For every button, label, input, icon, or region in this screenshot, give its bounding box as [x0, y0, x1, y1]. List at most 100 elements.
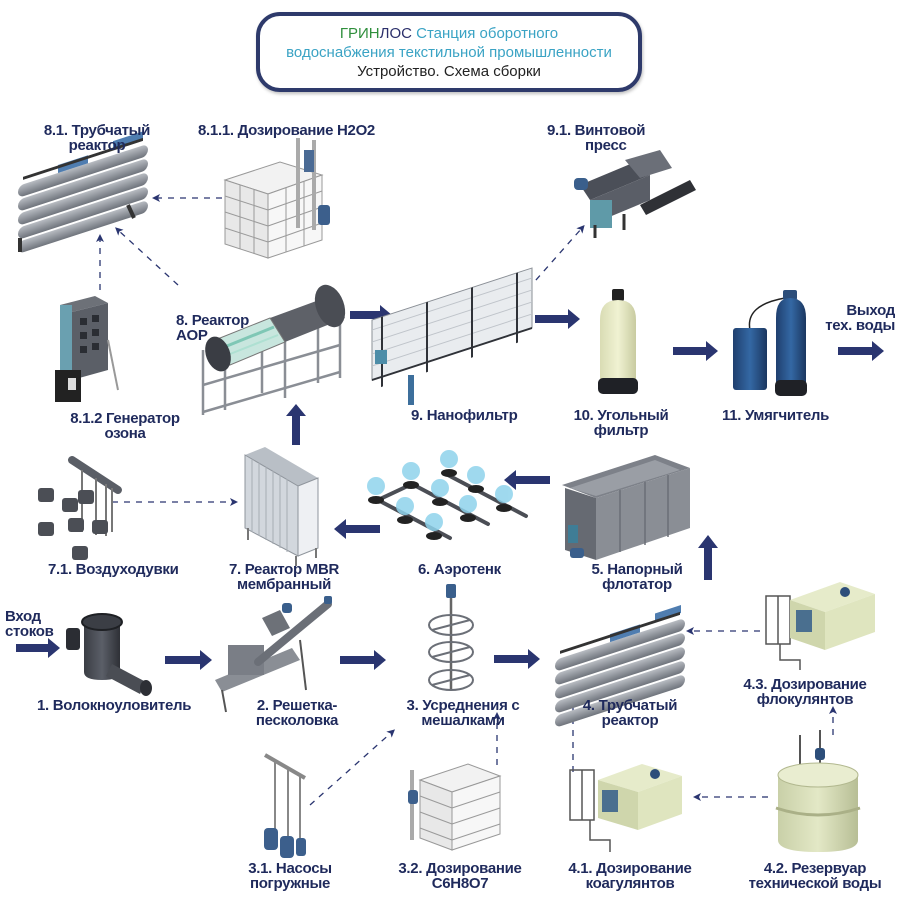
- label-4.3-line1: 4.3. Дозирование: [743, 676, 867, 693]
- label-10-line1: 10. Угольный: [573, 407, 669, 424]
- label-3.1: 3.1. Насосы погружные: [235, 861, 345, 891]
- label-10-line2: фильтр: [593, 422, 649, 439]
- arrow-4-to-5: [698, 535, 718, 580]
- label-5: 5. Напорный флотатор: [582, 562, 692, 592]
- label-4.1: 4.1. Дозирование коагулянтов: [560, 861, 700, 891]
- aux-arrow-3.1-to-3: [309, 729, 395, 806]
- label-8-line1: 8. Реактор: [176, 312, 249, 329]
- label-8.1.2-line1: 8.1.2 Генератор: [70, 410, 180, 427]
- label-9-line1: 9. Нанофильтр: [411, 407, 518, 424]
- label-9: 9. Нанофильтр: [411, 407, 518, 424]
- label-9.1-line1: 9.1. Винтовой: [547, 122, 646, 139]
- label-2-line1: 2. Решетка-: [256, 697, 338, 714]
- tubular-reactor-4-illustration: [555, 605, 685, 727]
- label-3: 3. Усреднения с мешалками: [398, 698, 528, 728]
- label-5-line1: 5. Напорный: [591, 561, 683, 578]
- label-3.2-line1: 3.2. Дозирование: [398, 860, 522, 877]
- label-8.1.1: 8.1.1. Дозирование H2O2: [198, 123, 375, 138]
- label-2: 2. Решетка- песколовка: [242, 698, 352, 728]
- label-11: 11. Умягчитель: [722, 408, 829, 423]
- mbr-reactor-7-illustration: [244, 447, 319, 566]
- aux-arrow-8-to-8.1: [115, 227, 179, 286]
- label-1-line1: 1. Волокноуловитель: [37, 697, 192, 714]
- label-8.1.1-line1: 8.1.1. Дозирование H2O2: [198, 122, 375, 139]
- title-box: ГРИНЛОС Станция оборотного водоснабжения…: [256, 12, 642, 92]
- aerotank-6-illustration: [367, 450, 528, 540]
- ozone-generator-8.1.2-illustration: [55, 296, 119, 402]
- label-output: Выход тех. воды: [820, 303, 895, 333]
- arrow-9-to-10: [535, 309, 580, 329]
- ibc-tank-8.1.1-illustration: [223, 138, 330, 259]
- softener-11-illustration: [733, 290, 807, 396]
- label-4.1-line2: коагулянтов: [585, 875, 675, 892]
- label-8.1.2: 8.1.2 Генератор озона: [50, 411, 200, 441]
- label-7.1: 7.1. Воздуходувки: [48, 562, 179, 577]
- label-8.1: 8.1. Трубчатый реактор: [22, 123, 172, 153]
- label-4.2: 4.2. Резервуар технической воды: [735, 861, 895, 891]
- label-8-line2: AOP: [176, 327, 208, 344]
- main-flow-arrows: [16, 305, 884, 670]
- label-4.1-line1: 4.1. Дозирование: [568, 860, 692, 877]
- ibc-tank-3.2-illustration: [408, 763, 502, 851]
- label-4-line1: 4. Трубчатый: [582, 697, 678, 714]
- label-3-line1: 3. Усреднения с: [406, 697, 520, 714]
- label-7: 7. Реактор MBR мембранный: [224, 562, 344, 592]
- label-3-line2: мешалками: [421, 712, 505, 729]
- arrow-3-to-4: [494, 649, 540, 669]
- fiber-catcher-1-illustration: [66, 613, 152, 696]
- flocculant-dosing-4.3-illustration: [765, 582, 875, 670]
- pressure-flotator-5-illustration: [562, 455, 690, 560]
- label-10: 10. Угольный фильтр: [566, 408, 676, 438]
- screw-press-9.1-illustration: [574, 150, 696, 238]
- label-5-line2: флотатор: [602, 576, 672, 593]
- screen-grit-trap-2-illustration: [215, 596, 332, 713]
- label-7-line2: мембранный: [236, 576, 332, 593]
- label-4.3-line2: флокулянтов: [756, 691, 854, 708]
- title-line-1-text: Станция оборотного: [411, 24, 559, 42]
- process-water-tank-4.2-illustration: [775, 730, 861, 852]
- input-label-line1: Вход: [5, 608, 41, 625]
- blowers-7.1-illustration: [38, 456, 122, 560]
- label-4.3: 4.3. Дозирование флокулянтов: [730, 677, 880, 707]
- label-1: 1. Волокноуловитель: [37, 698, 191, 713]
- output-label-line1: Выход: [846, 302, 895, 319]
- label-8.1-line2: реактор: [68, 137, 126, 154]
- title-line-2: водоснабжения текстильной промышленности: [286, 43, 612, 61]
- arrow-11-to-output: [838, 341, 884, 361]
- label-3.2: 3.2. Дозирование C6H8O7: [390, 861, 530, 891]
- submersible-pumps-3.1-illustration: [264, 753, 306, 858]
- arrow-10-to-11: [673, 341, 718, 361]
- title-line-3: Устройство. Схема сборки: [357, 62, 541, 80]
- label-11-line1: 11. Умягчитель: [722, 407, 830, 424]
- label-3.2-line2: C6H8O7: [431, 875, 489, 892]
- label-8.1.2-line2: озона: [104, 425, 146, 442]
- title-line-1: ГРИНЛОС Станция оборотного: [260, 24, 638, 43]
- arrow-6-to-7: [334, 519, 380, 539]
- label-8.1-line1: 8.1. Трубчатый: [43, 122, 151, 139]
- nanofilter-9-illustration: [371, 267, 533, 405]
- label-9.1-line2: пресс: [585, 137, 627, 154]
- label-6-line1: 6. Аэротенк: [418, 561, 501, 578]
- brand-name-part2: ЛОС: [379, 24, 412, 42]
- coagulant-dosing-4.1-illustration: [569, 764, 682, 852]
- output-label-line2: тех. воды: [825, 317, 895, 334]
- input-label-line2: стоков: [5, 623, 54, 640]
- label-3.1-line2: погружные: [249, 875, 331, 892]
- label-2-line2: песколовка: [255, 712, 339, 729]
- label-4.2-line1: 4.2. Резервуар: [763, 860, 867, 877]
- label-3.1-line1: 3.1. Насосы: [248, 860, 332, 877]
- arrow-1-to-2: [165, 650, 212, 670]
- carbon-filter-10-illustration: [598, 289, 638, 394]
- label-4: 4. Трубчатый реактор: [570, 698, 690, 728]
- label-7.1-line1: 7.1. Воздуходувки: [48, 561, 179, 578]
- arrow-7-to-8: [286, 404, 306, 445]
- label-7-line1: 7. Реактор MBR: [228, 561, 340, 578]
- label-6: 6. Аэротенк: [418, 562, 501, 577]
- arrow-2-to-3: [340, 650, 386, 670]
- label-8: 8. Реактор AOP: [176, 313, 249, 343]
- equalizer-mixers-3-illustration: [428, 584, 474, 691]
- arrow-input-to-1: [16, 638, 60, 658]
- label-9.1: 9.1. Винтовой пресс: [547, 123, 645, 153]
- label-input: Вход стоков: [5, 609, 54, 639]
